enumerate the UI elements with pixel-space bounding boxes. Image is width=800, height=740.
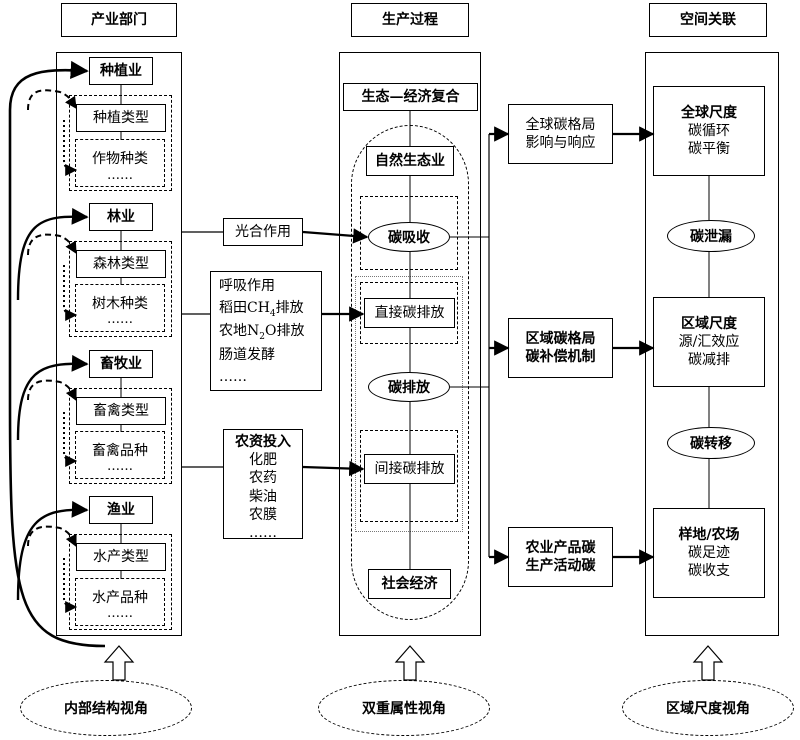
- sector-name-box: 林业: [89, 203, 153, 231]
- carbon-absorb-oval: 碳吸收: [368, 222, 450, 252]
- respiration-item: ……: [219, 368, 247, 385]
- inputs-item: 化肥: [249, 452, 277, 469]
- eco-economic-complex-box: 生态—经济复合: [343, 83, 478, 111]
- inputs-item: ……: [249, 524, 277, 541]
- respiration-item: 稻田CH4排放: [219, 299, 304, 319]
- header-space: 空间关联: [649, 3, 767, 37]
- respiration-item: 呼吸作用: [219, 278, 275, 294]
- sector-group-2-inner: [75, 284, 165, 332]
- global-scale-box: 全球尺度碳循环碳平衡: [653, 86, 765, 176]
- sector-name-box: 种植业: [89, 57, 153, 85]
- header-process: 生产过程: [351, 3, 469, 37]
- sector-name-box: 畜牧业: [89, 350, 153, 378]
- internal-perspective-oval: 内部结构视角: [20, 680, 192, 736]
- carbon-leak-oval: 碳泄漏: [667, 220, 755, 252]
- dual-perspective-oval: 双重属性视角: [318, 680, 490, 736]
- sector-type-box: 种植类型: [76, 104, 166, 132]
- sector-group-1-inner: [75, 139, 165, 187]
- sector-sub-label: 作物种类: [92, 151, 148, 167]
- respiration-item: 肠道发酵: [219, 347, 275, 364]
- inputs-item: 柴油: [249, 488, 277, 505]
- carbon-transfer-oval: 碳转移: [667, 427, 755, 459]
- sector-type-box: 水产类型: [76, 543, 166, 571]
- inputs-list: 农资投入 化肥 农药 柴油 农膜 ……: [223, 429, 303, 541]
- regional-pattern-box: 区域碳格局碳补偿机制: [508, 318, 613, 378]
- sector-column-frame: [56, 52, 182, 636]
- respiration-list: 呼吸作用 稻田CH4排放 农地N2O排放 肠道发酵 ……: [210, 271, 322, 391]
- inputs-item: 农膜: [249, 506, 277, 523]
- sector-sub-label: 畜禽品种: [92, 443, 148, 459]
- sector-more-label: ……: [107, 168, 133, 183]
- photosynthesis-box: 光合作用: [223, 218, 303, 246]
- respiration-item: 农地N2O排放: [219, 323, 305, 343]
- carbon-emission-oval: 碳排放: [368, 372, 450, 402]
- inputs-item: 农药: [249, 470, 277, 487]
- emission-dotted-frame: [355, 276, 463, 532]
- sector-more-label: ……: [107, 312, 133, 327]
- social-economy-box: 社会经济: [368, 569, 451, 599]
- sector-more-label: ……: [107, 459, 133, 474]
- indirect-emission-box: 间接碳排放: [364, 454, 455, 484]
- header-sectors: 产业部门: [61, 3, 177, 37]
- sector-type-box: 森林类型: [76, 250, 166, 278]
- sector-name-box: 渔业: [89, 496, 153, 524]
- natural-ecology-box: 自然生态业: [366, 146, 454, 176]
- sector-more-label: ……: [107, 606, 133, 621]
- product-carbon-box: 农业产品碳生产活动碳: [508, 527, 613, 587]
- direct-emission-box: 直接碳排放: [364, 298, 455, 328]
- sector-sub-label: 水产品种: [92, 590, 148, 606]
- inputs-title: 农资投入: [235, 434, 291, 450]
- sector-sub-label: 树木种类: [92, 296, 148, 312]
- sector-type-box: 畜禽类型: [76, 397, 166, 425]
- local-scale-box: 样地/农场碳足迹碳收支: [653, 508, 765, 598]
